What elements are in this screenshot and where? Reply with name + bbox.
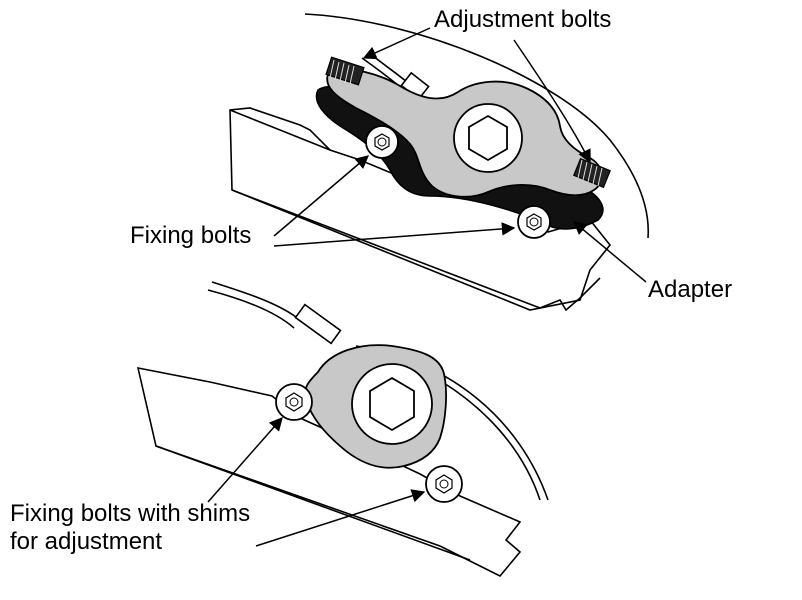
bottom-assembly [138,282,548,576]
leader-fixing-left [274,155,370,236]
rotor-arc-top [305,14,648,238]
label-shims-line-1: Fixing bolts with shims [10,500,251,527]
frame-bottom-edge [156,446,470,560]
top-assembly [230,14,648,310]
fixing-bolt-top-right [518,206,550,238]
hose-bottom-2 [208,290,294,328]
leader-adjust-right [514,40,590,164]
adjustment-bolt-left [326,57,364,85]
frame-top-break [540,278,600,310]
hose-bottom [212,282,300,320]
caliper-hex-bolt-top [469,116,507,160]
leader-shim-left [208,416,283,502]
label-fixing-bolts: Fixing bolts [130,222,252,249]
fixing-bolt-top-left [366,126,398,158]
fixing-bolt-shim-left [276,384,312,420]
leader-adapter [572,221,646,282]
label-adapter: Adapter [648,276,733,303]
frame-top-edge [230,110,540,308]
label-fixing-bolts-with-shims: Fixing bolts with shims for adjustment [10,500,250,556]
fixing-bolt-shim-right [426,466,462,502]
adjustment-bolt-right [574,159,610,188]
leader-shim-right [256,489,426,546]
caliper-hex-bolt-bottom [370,378,414,430]
bottom-leaders [208,416,426,546]
top-leaders [274,28,646,282]
label-adjustment-bolts: Adjustment bolts [434,6,612,33]
leader-fixing-right [274,222,516,246]
label-shims-line-2: for adjustment [10,528,163,555]
hose-fitting-bottom [295,305,340,344]
leader-adjust-left [362,28,430,60]
